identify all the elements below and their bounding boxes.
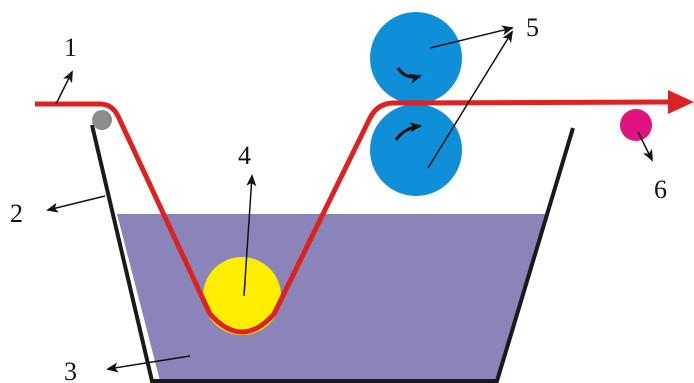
immersion-roller bbox=[203, 257, 281, 335]
label-1: 1 bbox=[64, 33, 77, 62]
label-6: 6 bbox=[654, 175, 667, 204]
label-6-leader-arrow bbox=[637, 131, 653, 162]
coated-strip-path bbox=[35, 99, 669, 335]
lower-roller-rotation-arrow bbox=[394, 122, 422, 141]
upper-roller-rotation-arrow bbox=[396, 67, 422, 84]
label-1-leader-arrow bbox=[55, 70, 73, 105]
guide-roller bbox=[92, 110, 112, 130]
strip-direction-arrowhead bbox=[668, 90, 694, 114]
label-5-leader-arrow-upper bbox=[429, 25, 514, 49]
label-5: 5 bbox=[526, 13, 539, 42]
sensor-ball bbox=[620, 109, 652, 141]
label-4: 4 bbox=[238, 141, 251, 170]
lower-squeeze-roller bbox=[370, 104, 462, 196]
tank-wall bbox=[90, 124, 575, 383]
label-2: 2 bbox=[10, 199, 23, 228]
upper-squeeze-roller bbox=[370, 12, 462, 104]
bath-liquid bbox=[117, 214, 548, 381]
label-4-leader-arrow bbox=[243, 174, 257, 297]
label-3: 3 bbox=[64, 357, 77, 383]
label-3-leader-arrow bbox=[106, 355, 191, 373]
label-5-leader-arrow-lower bbox=[427, 30, 514, 169]
label-2-leader-arrow bbox=[46, 195, 106, 213]
